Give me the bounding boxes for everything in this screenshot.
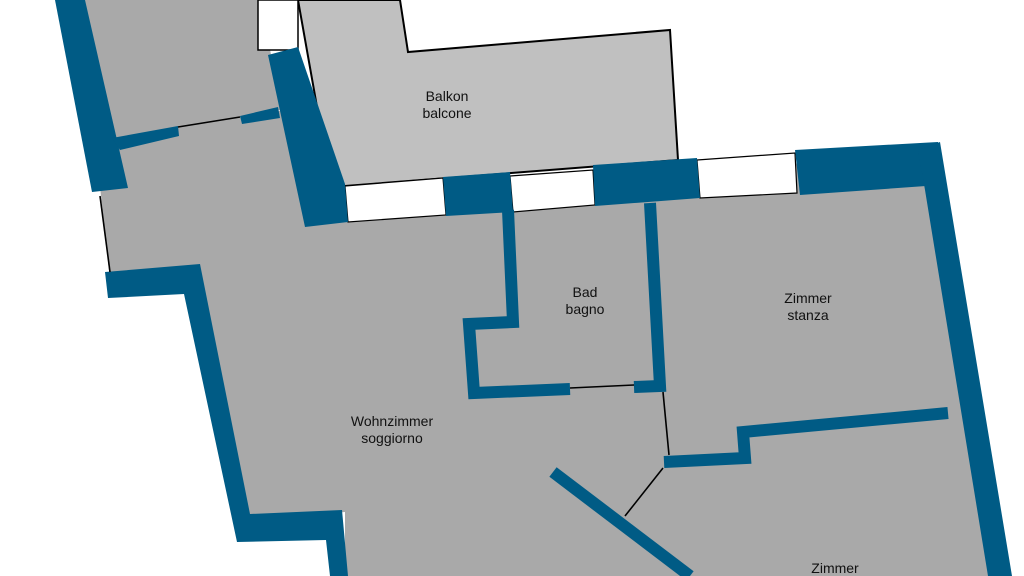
room-label-balkon: Balkon balcone	[422, 88, 471, 122]
top-window	[257, 0, 299, 51]
apartment-floor	[95, 110, 1010, 576]
doors	[99, 116, 670, 517]
room-label-bad: Bad bagno	[566, 284, 605, 318]
room-subname: soggiorno	[361, 430, 423, 446]
room-name: Bad	[572, 284, 598, 300]
room-label-wohnzimmer: Wohnzimmer soggiorno	[351, 413, 433, 447]
room-label-zimmer-2: Zimmer	[811, 560, 858, 576]
room-name: Wohnzimmer	[350, 413, 434, 429]
balcony-floor	[296, 0, 680, 188]
room-name: Balkon	[425, 88, 469, 104]
room-name: Zimmer	[784, 290, 832, 306]
room-subname: bagno	[565, 301, 605, 317]
room-label-zimmer: Zimmer stanza	[784, 290, 831, 324]
interior-walls	[462, 202, 949, 576]
room-name: Zimmer	[811, 560, 859, 576]
top-left-room-floor	[80, 0, 280, 140]
room-subname: stanza	[787, 307, 829, 323]
room-subname: balcone	[422, 105, 472, 121]
walls	[55, 0, 1012, 576]
